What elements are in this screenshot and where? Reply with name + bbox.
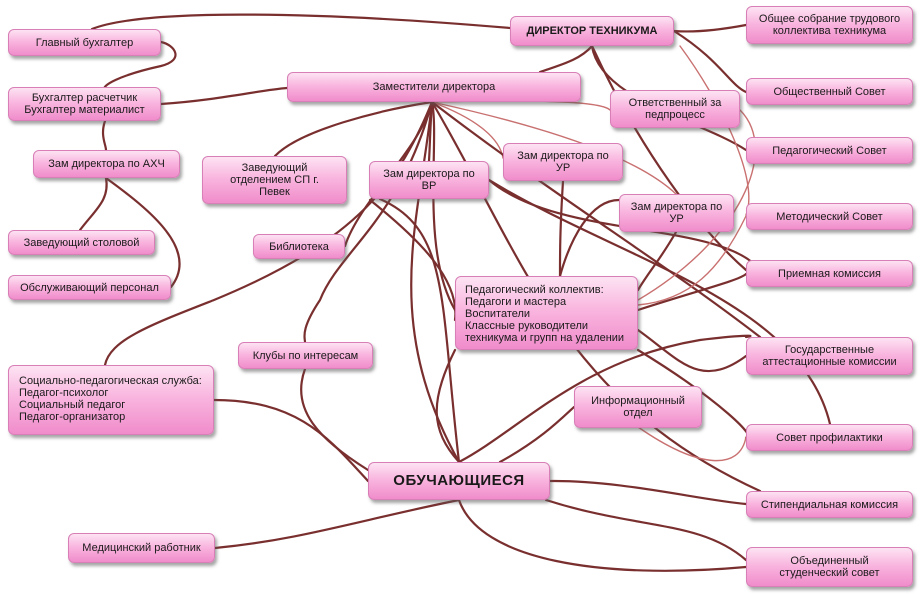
node-medic: Медицинский работник <box>68 533 215 563</box>
connector-line <box>558 179 565 278</box>
node-director: ДИРЕКТОР ТЕХНИКУМА <box>510 16 674 46</box>
connector-line <box>590 44 748 272</box>
node-ped-council: Педагогический Совет <box>746 137 913 164</box>
connector-line <box>457 498 748 572</box>
connector-line <box>672 29 748 94</box>
node-stipend: Стипендиальная комиссия <box>746 491 913 518</box>
connector-line <box>78 176 108 232</box>
node-deputy-ahch: Зам директора по АХЧ <box>33 150 180 178</box>
node-canteen: Заведующий столовой <box>8 230 155 255</box>
connector-line <box>457 334 752 464</box>
connector-line <box>300 367 370 472</box>
node-branch-head: Заведующий отделением СП г. Певек <box>202 156 347 204</box>
connector-line <box>637 426 747 462</box>
connector-line <box>90 13 512 31</box>
connector-line <box>430 100 762 339</box>
node-clubs: Клубы по интересам <box>238 342 373 369</box>
connector-line <box>101 119 108 152</box>
node-deputy-vr: Зам директора по ВР <box>369 161 489 199</box>
connector-line <box>159 86 289 106</box>
connector-line <box>538 44 594 74</box>
connector-line <box>498 405 576 464</box>
connector-line <box>273 100 434 158</box>
connector-line <box>368 198 457 322</box>
connector-line <box>636 328 748 373</box>
node-responsible: Ответственный за педпроцесс <box>610 90 740 128</box>
connector-line <box>103 40 177 92</box>
node-social-service: Социально-педагогическая служба: Педагог… <box>8 365 214 435</box>
connector-line <box>104 176 181 289</box>
node-deputy-ur2: Зам директора по УР <box>619 194 734 232</box>
connector-line <box>672 23 748 33</box>
connector-line <box>435 348 461 464</box>
connector-line <box>410 100 461 464</box>
connector-line <box>637 109 756 301</box>
connector-line <box>548 479 748 506</box>
node-students: ОБУЧАЮЩИЕСЯ <box>368 462 550 500</box>
connector-line <box>544 498 748 562</box>
node-deputy-ur1: Зам директора по УР <box>503 143 623 181</box>
connector-line <box>103 100 434 367</box>
node-method-council: Методический Совет <box>746 203 913 230</box>
connector-line <box>636 230 678 292</box>
node-ped-collective: Педагогический коллектив: Педагоги и мас… <box>455 276 638 350</box>
node-public-council: Общественный Совет <box>746 78 913 105</box>
node-general-meeting: Общее собрание трудового коллектива техн… <box>746 6 913 44</box>
connector-line <box>487 178 832 426</box>
node-state-exam: Государственные аттестационные комиссии <box>746 337 913 375</box>
node-service-staff: Обслуживающий персонал <box>8 275 171 300</box>
connector-line <box>637 215 747 306</box>
node-library: Библиотека <box>253 234 345 259</box>
connector-line <box>212 398 370 483</box>
connector-line <box>213 498 461 550</box>
connector-line <box>558 198 621 278</box>
node-prevention: Совет профилактики <box>746 424 913 451</box>
node-student-council: Объединенный студенческий совет <box>746 547 913 587</box>
node-deputies: Заместители директора <box>287 72 581 102</box>
connector-line <box>679 45 750 216</box>
node-info-dept: Информационный отдел <box>574 386 702 428</box>
node-chief-accountant: Главный бухгалтер <box>8 29 161 56</box>
connector-line <box>430 100 457 312</box>
connector-line <box>378 197 461 464</box>
node-admission: Приемная комиссия <box>746 260 913 287</box>
connector-line <box>636 272 748 312</box>
node-accountants: Бухгалтер расчетчик Бухгалтер материалис… <box>8 87 161 121</box>
